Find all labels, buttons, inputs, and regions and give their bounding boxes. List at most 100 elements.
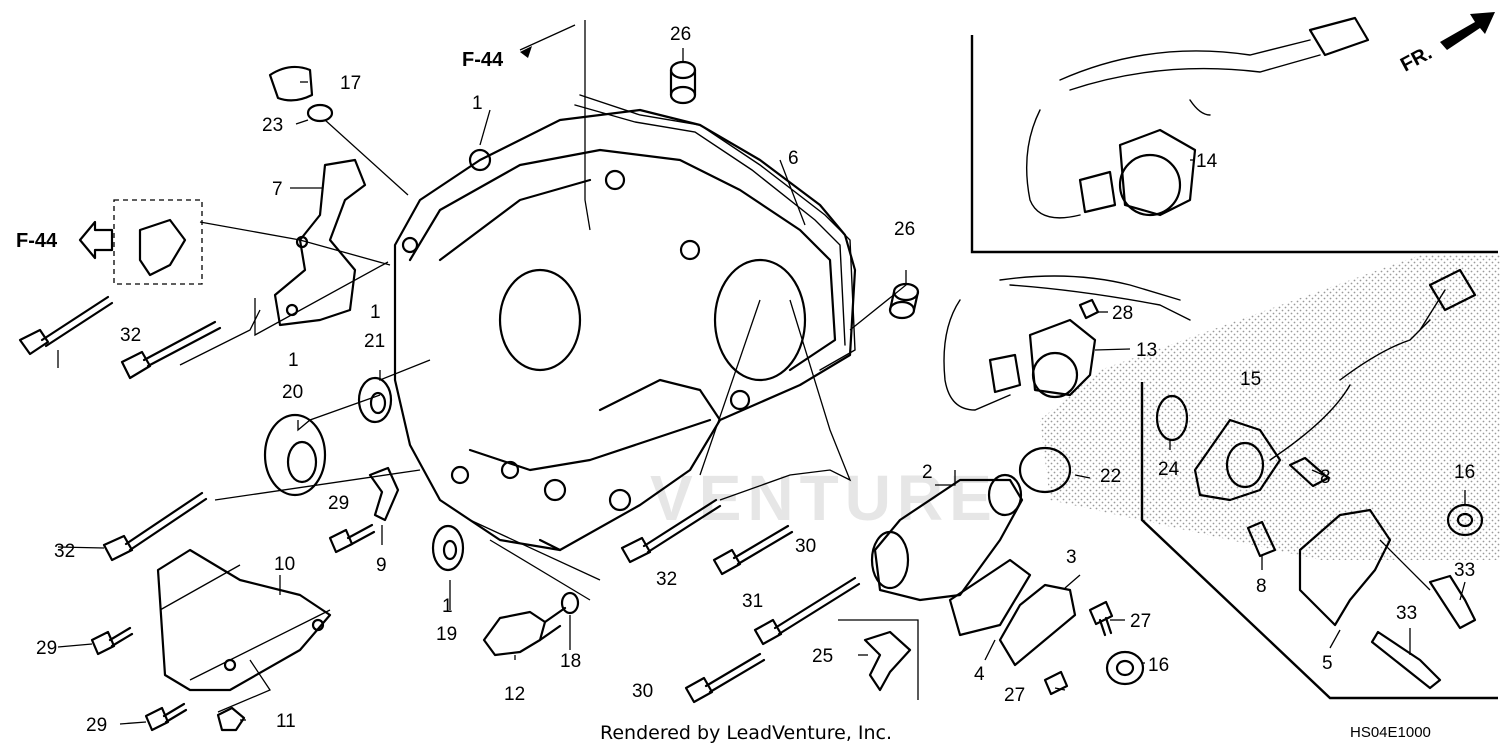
switch-assembly [1026,16,1370,219]
dowel-pin [669,60,697,105]
oil-seal [357,376,393,424]
breather-plate [998,583,1077,667]
guard-plate [156,548,332,692]
background-shading [1040,255,1500,560]
grommet [1105,650,1145,686]
leader-lines [57,20,1466,725]
reference-label-top: F-44 [462,49,504,71]
sensor-guard [1298,508,1392,627]
watermark: VENTURE [650,462,998,534]
dowel-pin [888,282,920,320]
flange-bolt [712,524,794,576]
callout-numbers: 26 17 23 1 6 7 14 32 26 28 1 21 13 1 20 … [36,24,1475,736]
callout-30: 30 [632,681,653,702]
collar [1288,456,1330,488]
callout-17: 17 [340,73,361,94]
callout-32: 32 [656,569,677,590]
callout-30: 30 [795,536,816,557]
flange-bolt [18,295,114,356]
arrow-up-right-icon [520,46,532,58]
callout-28: 28 [1112,303,1133,324]
callout-22: 22 [1100,466,1121,487]
clamp [138,218,187,277]
washer [560,591,580,615]
callout-1: 1 [370,302,381,323]
cover-gasket [579,94,856,371]
callout-10: 10 [274,554,295,575]
callout-12: 12 [504,684,525,705]
flange-bolt [120,320,222,380]
joint-housing [870,473,1024,602]
callout-31: 31 [742,591,763,612]
callout-18: 18 [560,651,581,672]
callout-4: 4 [974,664,985,685]
callout-21: 21 [364,331,385,352]
arrow-left-icon [78,220,114,260]
angle-sensor-assembly [943,275,1191,411]
callout-26: 26 [894,219,915,240]
callout-16: 16 [1454,462,1475,483]
callout-29: 29 [328,493,349,514]
rear-crankcase-cover [393,108,857,552]
callout-26: 26 [670,24,691,45]
o-ring [1155,394,1189,442]
callout-27: 27 [1004,685,1025,706]
callout-29: 29 [36,638,57,659]
callout-32: 32 [54,541,75,562]
bracket [273,158,367,327]
callout-8: 8 [1320,467,1331,488]
callout-1: 1 [472,93,483,114]
callout-14: 14 [1196,151,1218,172]
diagram-code: HS04E1000 [1350,724,1431,741]
o-ring [306,103,334,123]
small-bolt [144,702,188,732]
callout-1: 1 [442,596,453,617]
callout-5: 5 [1322,653,1333,674]
bolt [1078,298,1100,320]
long-bolt [753,576,861,646]
small-bolt [1043,670,1069,696]
credit-line: Rendered by LeadVenture, Inc. [600,722,892,744]
callout-33: 33 [1396,603,1417,624]
callout-25: 25 [812,646,833,667]
flange-bolt [620,498,722,564]
front-arrow-icon [1440,12,1495,50]
inset-frame-top [970,35,1498,254]
callout-7: 7 [272,179,283,200]
dashed-detail-box [113,199,203,285]
gasket [948,558,1032,637]
reference-label-left: F-44 [16,230,58,252]
callout-16: 16 [1148,655,1169,676]
callout-3: 3 [1066,547,1077,568]
plate-hole [311,618,325,632]
small-bolt [1088,600,1114,637]
wire-clamp [863,630,912,692]
cover-gasket-inner [574,104,846,346]
callout-13: 13 [1136,340,1157,361]
callout-19: 19 [436,624,457,645]
callout-15: 15 [1240,369,1261,390]
o-ring-large [1018,446,1072,494]
bearing [263,413,327,497]
callout-8: 8 [1256,576,1267,597]
flange-bolt [684,652,766,704]
inset-frame-right [1140,382,1498,700]
clip-small [216,706,246,732]
speed-sensor [1193,268,1477,502]
callout-2: 2 [922,462,933,483]
collar [1246,520,1277,558]
inset-frame-small [838,619,919,700]
callout-27: 27 [1130,611,1151,632]
callout-24: 24 [1158,459,1180,480]
callout-32: 32 [120,325,141,346]
callout-9: 9 [376,555,387,576]
small-bearing [431,524,465,572]
callout-33: 33 [1454,560,1475,581]
callout-23: 23 [262,115,283,136]
callout-11: 11 [276,711,296,732]
flange-bolt [1428,574,1477,630]
drain-plug [268,65,314,102]
flange-bolt [102,491,208,562]
callout-29: 29 [86,715,107,736]
